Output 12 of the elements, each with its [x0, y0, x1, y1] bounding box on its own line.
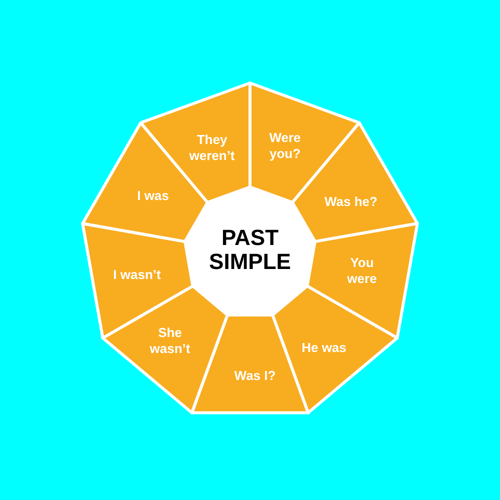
segment-label: I was: [137, 188, 169, 204]
center-title: PAST SIMPLE: [209, 226, 291, 274]
segment-label: I wasn’t: [113, 267, 161, 283]
segment-label: Were you?: [269, 130, 301, 162]
segment-label: He was: [302, 340, 346, 356]
wheel-segment: [138, 81, 252, 205]
segment-label: You were: [347, 255, 377, 287]
segment-label: She wasn’t: [150, 325, 190, 357]
segment-label: Was I?: [234, 368, 276, 384]
segment-label: They weren’t: [189, 132, 235, 164]
segment-label: Was he?: [324, 194, 378, 210]
wheel-segment: [80, 221, 195, 340]
